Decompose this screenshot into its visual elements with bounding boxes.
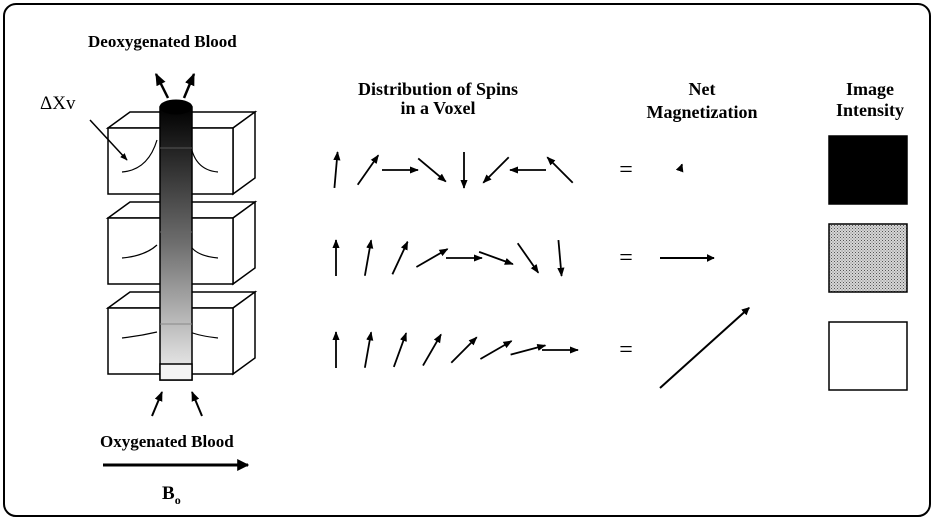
b0-subscript: o [174,492,181,507]
equals-sign: = [619,337,633,363]
spin-arrow [417,157,447,183]
net-magnetization-heading-line1: Net [688,79,716,99]
oxygenated-inflow-arrows [151,391,203,417]
deoxygenated-blood-label: Deoxygenated Blood [88,32,237,51]
deoxygenated-outflow-arrows [154,72,196,99]
spin-arrow [363,331,374,368]
image-intensity-square [828,321,908,391]
spin-arrow [479,340,513,360]
b0-label: Bo [162,483,181,507]
spin-distribution-heading: Distribution of Spins in a Voxel [318,80,558,118]
spin-arrow [392,332,408,368]
image-intensity-heading-line1: Image [846,79,894,99]
net-magnetization-vector [659,306,750,389]
net-magnetization-vectors [659,163,750,389]
spin-arrow [422,333,442,367]
spin-rows [332,151,579,368]
image-intensity-squares [828,135,908,391]
spin-arrow [333,151,341,189]
image-intensity-square [828,223,908,293]
spin-arrow [363,239,374,276]
spin-distribution-heading-line1: Distribution of Spins [357,79,519,99]
image-intensity-heading-line2: Intensity [835,99,904,120]
spin-arrow [557,239,565,277]
equals-sign: = [619,245,633,271]
spin-arrow [516,242,540,274]
blood-vessel [159,99,193,381]
net-magnetization-heading-line2: Magnetization [646,101,758,122]
equals-sign: = [619,157,633,183]
image-intensity-heading: Image Intensity [815,80,925,120]
net-magnetization-vector [675,163,684,173]
spin-arrow [356,154,380,186]
spin-arrow [450,336,478,364]
spin-arrow [510,343,547,356]
spin-arrow [546,156,574,184]
spin-arrow [482,156,510,184]
image-intensity-square [828,135,908,205]
equals-signs: = = = [619,157,633,363]
delta-chi-label: ΔXv [40,93,76,114]
spin-arrow [478,250,514,266]
net-magnetization-heading: Net Magnetization [612,80,792,122]
b0-symbol: B [162,483,175,504]
figure-frame [3,3,931,517]
delta-chi-pointer-arrow [89,119,128,161]
spin-distribution-heading-line2: in a Voxel [400,97,476,118]
spin-arrow [391,240,409,275]
spin-arrow [415,248,449,268]
oxygenated-blood-label: Oxygenated Blood [100,432,234,451]
